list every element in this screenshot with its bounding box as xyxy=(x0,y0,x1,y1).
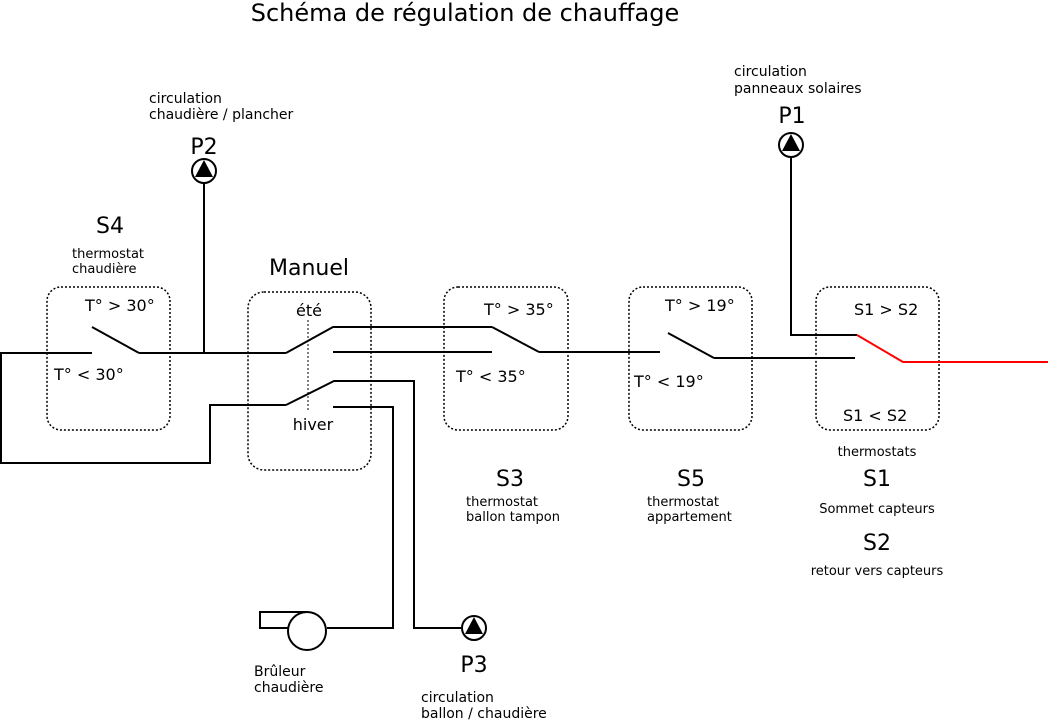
legend-s2-name: S2 xyxy=(863,531,891,556)
s4-lower-label: T° < 30° xyxy=(53,365,124,384)
wire-to-burner xyxy=(327,406,394,629)
manual-switch-blade-lower xyxy=(285,380,461,629)
manual-upper-label: été xyxy=(296,301,322,320)
wire-p1 xyxy=(790,157,857,336)
burner-desc-line2: chaudière xyxy=(254,680,323,696)
s3-desc-line2: ballon tampon xyxy=(466,510,560,525)
s3-lower-label: T° < 35° xyxy=(455,367,526,386)
s3-desc-line1: thermostat xyxy=(466,495,538,510)
p3-name: P3 xyxy=(460,653,487,678)
wiring xyxy=(0,157,1048,629)
legend-s2-desc: retour vers capteurs xyxy=(811,564,944,579)
legend-s1-name: S1 xyxy=(863,467,891,492)
p1-desc-line2: panneaux solaires xyxy=(734,81,862,97)
pump-p1-icon xyxy=(778,132,804,158)
burner-icon xyxy=(259,611,327,651)
s4-switch-blade xyxy=(91,326,140,354)
s3-switch-blade xyxy=(491,326,540,353)
s4-desc-line1: thermostat xyxy=(72,247,144,262)
burner-desc-line1: Brûleur xyxy=(254,664,306,680)
s5-desc-line2: appartement xyxy=(647,510,732,525)
manual-lower-label: hiver xyxy=(293,415,334,434)
pump-p3-icon xyxy=(461,615,487,641)
p1-desc-line1: circulation xyxy=(734,64,807,80)
p3-desc-line1: circulation xyxy=(421,690,494,706)
p2-desc-line2: chaudière / plancher xyxy=(149,107,294,123)
s3-name: S3 xyxy=(496,467,524,492)
s4-desc-line2: chaudière xyxy=(72,262,137,277)
wire-return-left xyxy=(0,353,286,464)
legend-heading: thermostats xyxy=(838,445,917,460)
s4-upper-label: T° > 30° xyxy=(84,296,155,315)
legend-s1-desc: Sommet capteurs xyxy=(819,502,935,517)
s1s2-upper-label: S1 > S2 xyxy=(854,300,918,319)
s3-switch-box xyxy=(443,286,569,431)
s3-upper-label: T° > 35° xyxy=(483,300,554,319)
s5-desc-line1: thermostat xyxy=(647,495,719,510)
s4-name: S4 xyxy=(96,214,124,239)
s5-switch-blade xyxy=(667,332,715,359)
manual-name: Manuel xyxy=(269,256,349,281)
s5-name: S5 xyxy=(677,467,705,492)
diagram-title: Schéma de régulation de chauffage xyxy=(251,0,679,27)
p3-desc-line2: ballon / chaudière xyxy=(421,706,547,720)
p2-desc-line1: circulation xyxy=(149,91,222,107)
manual-switch-blade-upper xyxy=(285,326,492,354)
s1s2-lower-label: S1 < S2 xyxy=(843,406,907,425)
pump-p2-icon xyxy=(191,158,217,184)
s5-upper-label: T° > 19° xyxy=(664,296,735,315)
s5-lower-label: T° < 19° xyxy=(633,372,704,391)
s4-switch-box xyxy=(46,286,171,431)
p2-name: P2 xyxy=(190,135,217,160)
s1s2-switch-blade-active xyxy=(856,334,1048,363)
p1-name: P1 xyxy=(778,104,805,129)
s5-switch-box xyxy=(628,286,753,431)
